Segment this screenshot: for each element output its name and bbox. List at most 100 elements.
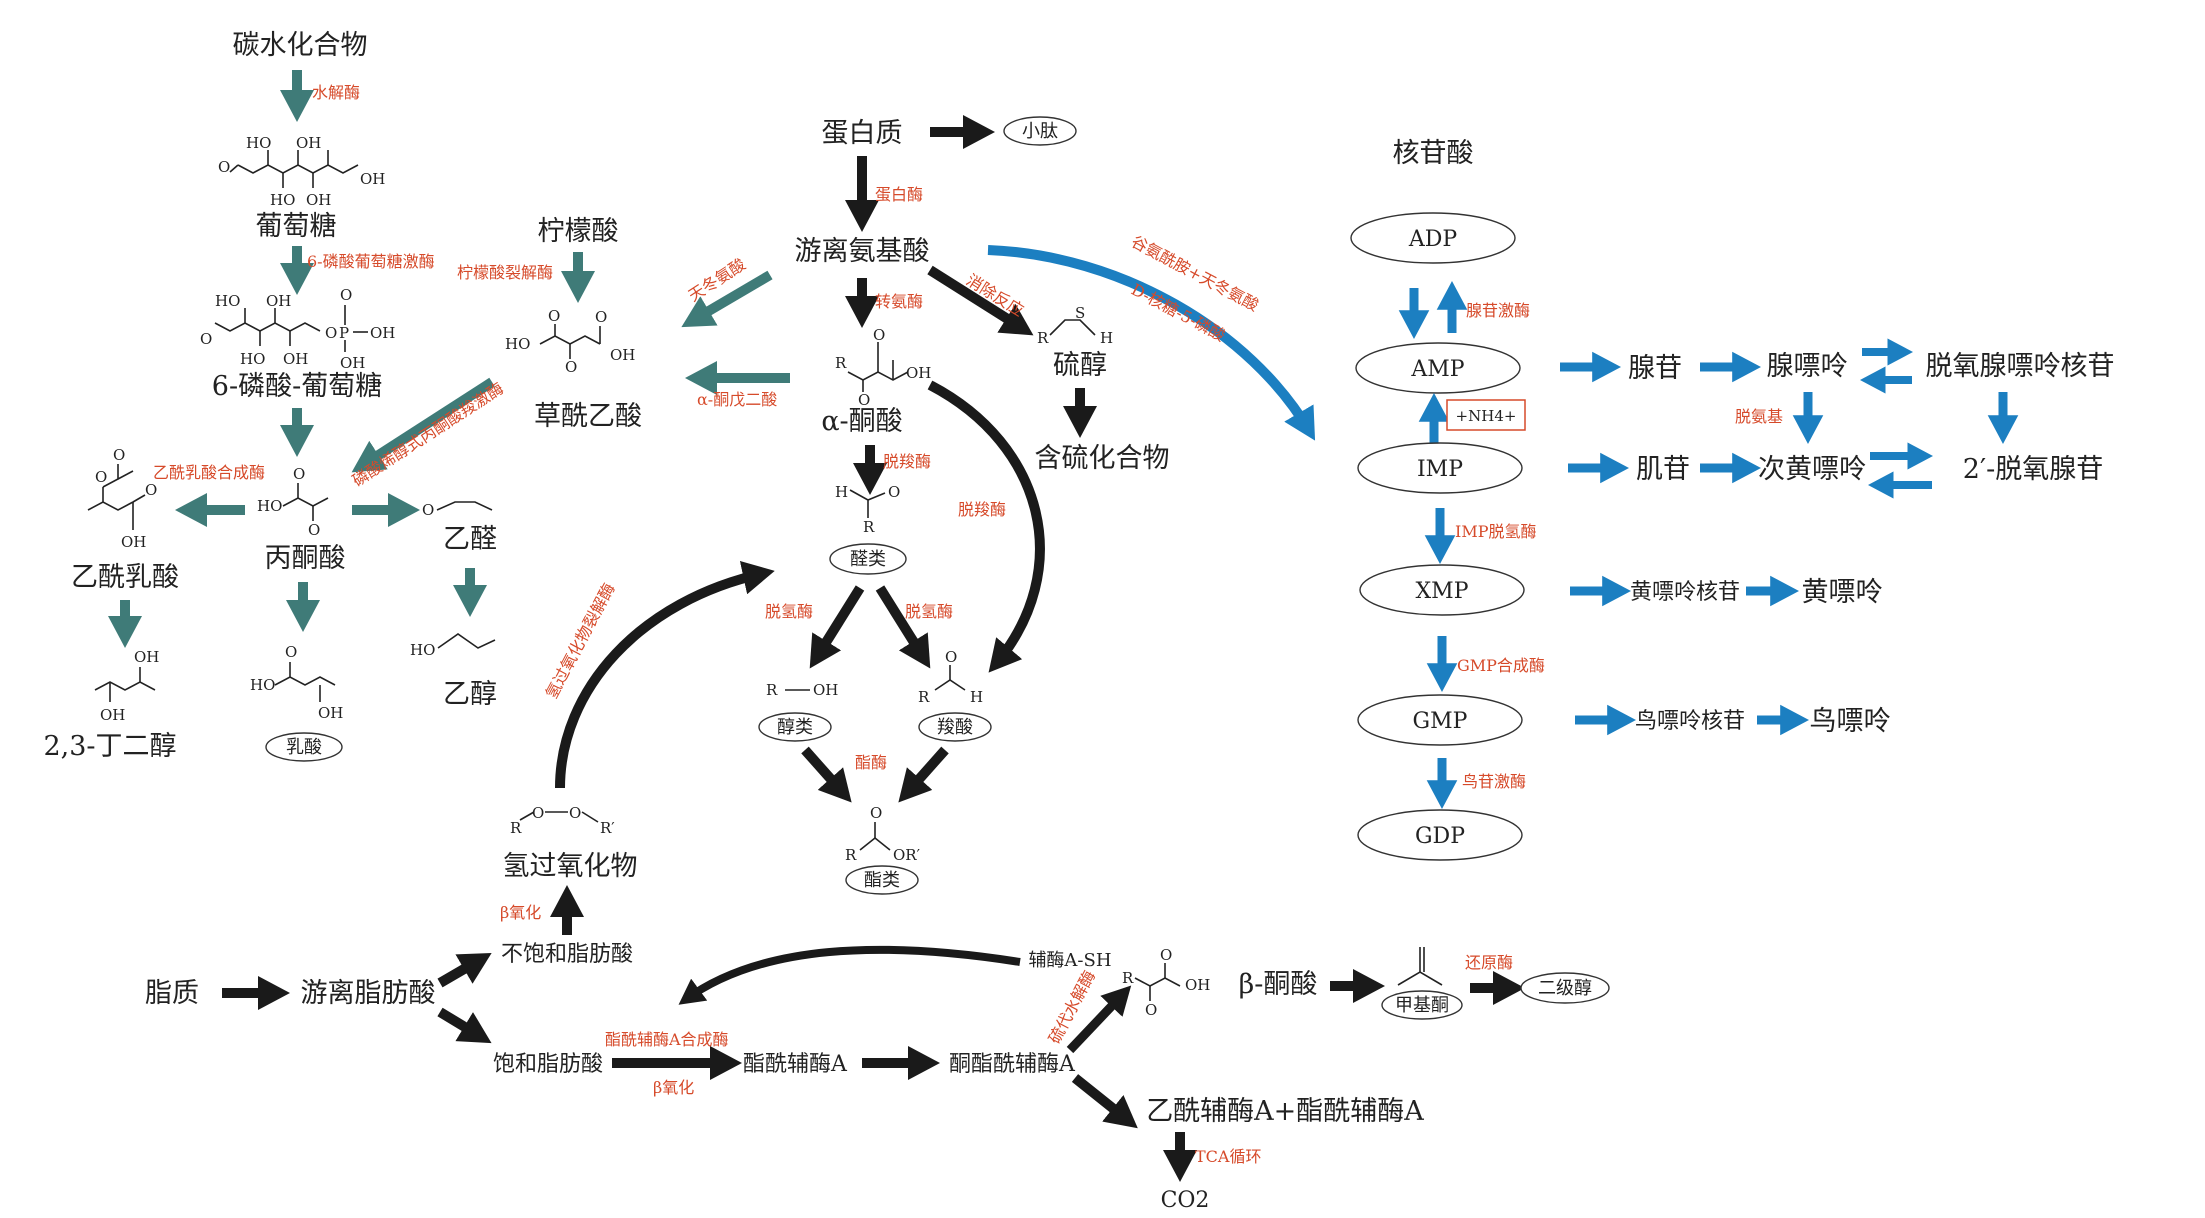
nh4-box	[1446, 399, 1526, 431]
alpha-kg-label: α-酮戊二酸	[697, 390, 777, 409]
deoxyadenosine-label: 脱氧腺嘌呤核苷	[1926, 351, 2115, 382]
arrow-ketoacyl-betaketo	[1066, 985, 1132, 1054]
arrow-aa-thiol	[927, 265, 1034, 336]
lactic-structure: HO O OH	[250, 643, 343, 722]
methyl-ketone-structure	[1397, 947, 1443, 986]
svg-text:O: O	[870, 804, 882, 822]
arrow-oxaloacetate-pyruvate	[351, 377, 495, 473]
svg-text:OH: OH	[121, 533, 146, 551]
tca-label: TCA循环	[1195, 1147, 1261, 1166]
thiohydrolase-label: 硫代水解酶	[1045, 967, 1099, 1047]
ketoacyl-coa-label: 酮酯酰辅酶A	[949, 1052, 1076, 1077]
acetolactate-label: 乙酰乳酸	[71, 562, 179, 593]
svg-text:HO: HO	[246, 134, 271, 152]
sulfur-compounds-label: 含硫化合物	[1035, 443, 1170, 474]
svg-text:OH: OH	[318, 704, 343, 722]
aldehydes-label: 醛类	[850, 549, 886, 570]
adp-label: ADP	[1408, 227, 1458, 252]
beta-keto-acid-label: β-酮酸	[1239, 969, 1318, 1000]
gdp-node	[1357, 809, 1523, 861]
inosine-label: 肌苷	[1636, 454, 1690, 485]
adenylate-kinase-label: 腺苷激酶	[1466, 301, 1530, 320]
imp-node	[1357, 442, 1523, 494]
arrow-ffa-unsat	[437, 952, 492, 988]
svg-text:O: O	[873, 326, 885, 344]
transaminase-label: 转氨酶	[875, 292, 923, 311]
svg-text:OH: OH	[813, 681, 838, 699]
arrow-aa-oxaloacetate	[681, 270, 773, 328]
aldehydes-ellipse	[829, 543, 907, 575]
svg-text:P: P	[339, 324, 349, 342]
g6p-structure: O HO OH HO OH O P O OH OH	[200, 286, 395, 372]
svg-text:O: O	[285, 643, 297, 661]
hypoxanthine-label: 次黄嘌呤	[1758, 454, 1866, 485]
svg-text:OH: OH	[360, 170, 385, 188]
citrate-lyase-label: 柠檬酸裂解酶	[457, 263, 553, 282]
svg-text:HO: HO	[250, 676, 275, 694]
svg-text:OH: OH	[296, 134, 321, 152]
xanthine-label: 黄嘌呤	[1802, 577, 1883, 608]
svg-text:R: R	[863, 518, 875, 536]
adp-node	[1350, 212, 1516, 264]
dehydrogenase2-label: 脱氢酶	[905, 602, 953, 621]
methyl-ketone-label: 甲基酮	[1395, 995, 1449, 1016]
adenosine-label: 腺苷	[1628, 353, 1682, 384]
ffa-label: 游离脂肪酸	[301, 978, 436, 1009]
beta-ox1-label: β氧化	[500, 903, 541, 922]
svg-text:HO: HO	[505, 335, 530, 353]
lactic-acid-label: 乳酸	[286, 737, 322, 758]
protein-section: 蛋白质 小肽 蛋白酶 游离氨基酸 天冬氨酸 α-酮戊二酸 转氨酶 R O O O…	[542, 114, 1316, 895]
xanthosine-label: 黄嘌呤核苷	[1630, 580, 1740, 605]
ester-structure: R O OR′	[845, 804, 921, 864]
svg-text:R: R	[510, 819, 522, 837]
acyl-coa-synthase-label: 酯酰辅酶A合成酶	[605, 1030, 729, 1049]
esters-ellipse	[845, 865, 919, 895]
decarboxylase1-label: 脱羧酶	[883, 452, 931, 471]
dehydrogenase1-label: 脱氢酶	[765, 602, 813, 621]
svg-text:OH: OH	[370, 324, 395, 342]
svg-text:O: O	[1145, 1001, 1157, 1019]
protein-label: 蛋白质	[822, 118, 903, 149]
hydroperoxide-lyase-label: 氢过氧化物裂解酶	[542, 580, 619, 702]
butanediol-label: 2,3-丁二醇	[43, 731, 176, 762]
hydrolase-label: 水解酶	[312, 83, 360, 102]
carboxylic-ellipse	[918, 712, 992, 742]
svg-text:O: O	[95, 468, 107, 486]
arrow-ketoacyl-acetylcoa	[1071, 1074, 1138, 1129]
svg-text:H: H	[835, 483, 848, 501]
svg-text:HO: HO	[410, 641, 435, 659]
svg-text:O: O	[340, 286, 352, 304]
lactic-ellipse	[265, 732, 343, 762]
nh4-label: +NH4+	[1456, 407, 1517, 425]
svg-text:O: O	[548, 307, 560, 325]
svg-text:O: O	[200, 330, 212, 348]
svg-text:O: O	[569, 804, 581, 822]
acetolactate-structure: O O O OH	[87, 446, 157, 551]
arrow-alcohol-ester	[801, 746, 852, 803]
svg-text:O: O	[422, 501, 434, 519]
butanediol-structure: OH OH	[94, 648, 159, 724]
acetyl-coa-label: 乙酰辅酶A+酯酰辅酶A	[1146, 1096, 1424, 1127]
gmp-label: GMP	[1413, 709, 1468, 734]
svg-text:O: O	[532, 804, 544, 822]
svg-text:O: O	[113, 446, 125, 464]
carbohydrate-label: 碳水化合物	[233, 30, 368, 61]
svg-text:R: R	[1037, 329, 1049, 347]
svg-text:OH: OH	[906, 364, 931, 382]
glucose-structure: O HO OH HO OH OH	[218, 134, 385, 209]
alpha-keto-acid-label: α-酮酸	[821, 406, 902, 437]
svg-text:H: H	[970, 688, 983, 706]
arrow-keto-carboxylic	[927, 380, 1045, 673]
carbohydrate-section: 碳水化合物 水解酶 O HO OH HO OH OH 葡萄糖 6-磷酸葡萄糖激酶	[43, 30, 642, 762]
coa-sh-label: 辅酶A-SH	[1028, 950, 1111, 971]
svg-text:O: O	[145, 481, 157, 499]
thiol-label: 硫醇	[1053, 350, 1107, 381]
arrow-coa-recycle	[678, 945, 1021, 1005]
hexokinase-label: 6-磷酸葡萄糖激酶	[307, 252, 435, 271]
pyruvate-structure: HO O O	[257, 465, 329, 539]
deoxy-adenosine2-label: 2′-脱氧腺苷	[1963, 454, 2103, 485]
acid-structure: R O H	[918, 648, 983, 706]
carboxylic-label: 羧酸	[937, 717, 973, 738]
svg-text:O: O	[858, 391, 870, 409]
g6p-label: 6-磷酸-葡萄糖	[212, 371, 382, 402]
